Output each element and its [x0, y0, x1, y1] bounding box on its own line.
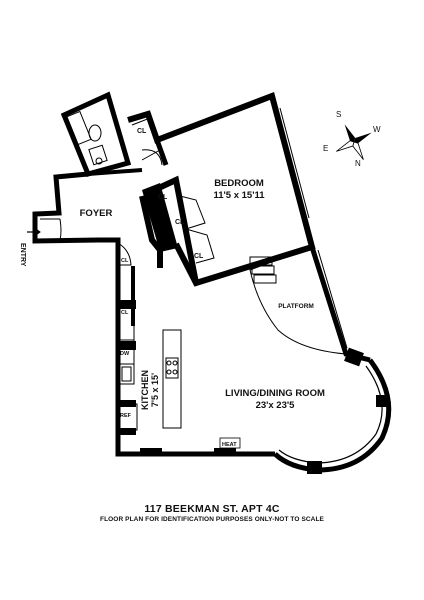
- closet-label-bath: CL: [137, 128, 147, 135]
- closet-label-foyer: CL: [121, 258, 129, 264]
- compass-e: E: [323, 144, 328, 153]
- closet-label-2: CL: [175, 219, 185, 226]
- foyer-top-wall: [87, 168, 143, 176]
- bedroom-inner-wall: [154, 139, 169, 166]
- foyer-name: FOYER: [80, 208, 113, 219]
- kitchen-fixtures: [118, 301, 182, 431]
- foyer-right-wall: [139, 195, 163, 268]
- walls: [32, 91, 392, 473]
- closet-label-kitchen: CL: [121, 310, 129, 316]
- bedroom-dims: 11'5 x 15'11: [213, 190, 265, 201]
- entry-label: ENTRY: [19, 243, 26, 267]
- bathroom-fixtures: [66, 110, 108, 166]
- closet-label-1: CL: [158, 194, 168, 201]
- heat-box: [219, 437, 241, 449]
- bathroom-walls: [60, 91, 132, 177]
- heat-label: HEAT: [222, 442, 237, 448]
- platform-name: PLATFORM: [278, 303, 314, 310]
- platform: [249, 246, 347, 355]
- bedroom-name: BEDROOM: [214, 178, 264, 189]
- wall-blocks: [118, 183, 388, 474]
- kitchen-dims: 7'5 x 15': [150, 373, 160, 407]
- compass-n: N: [355, 159, 361, 168]
- closet-lines: [131, 117, 215, 264]
- compass-w: W: [373, 125, 381, 134]
- compass-icon: [336, 124, 372, 160]
- bay-window-outer: [273, 358, 392, 473]
- plan-title: 117 BEEKMAN ST. APT 4C: [144, 503, 280, 515]
- dw-label: DW: [120, 351, 130, 357]
- compass-s: S: [336, 110, 341, 119]
- entry-arrow: [27, 228, 41, 236]
- windows: [275, 107, 348, 351]
- ref-label: REF: [120, 413, 132, 419]
- kitchen-name: KITCHEN: [140, 370, 150, 410]
- living-dims: 23'x 23'5: [256, 400, 296, 411]
- bay-window-inner: [278, 365, 383, 464]
- foyer-walls: [32, 171, 121, 302]
- doors: [40, 149, 161, 266]
- living-name: LIVING/DINING ROOM: [225, 388, 325, 399]
- closet-label-3: CL: [194, 253, 204, 260]
- plan-note: FLOOR PLAN FOR IDENTIFICATION PURPOSES O…: [100, 516, 324, 523]
